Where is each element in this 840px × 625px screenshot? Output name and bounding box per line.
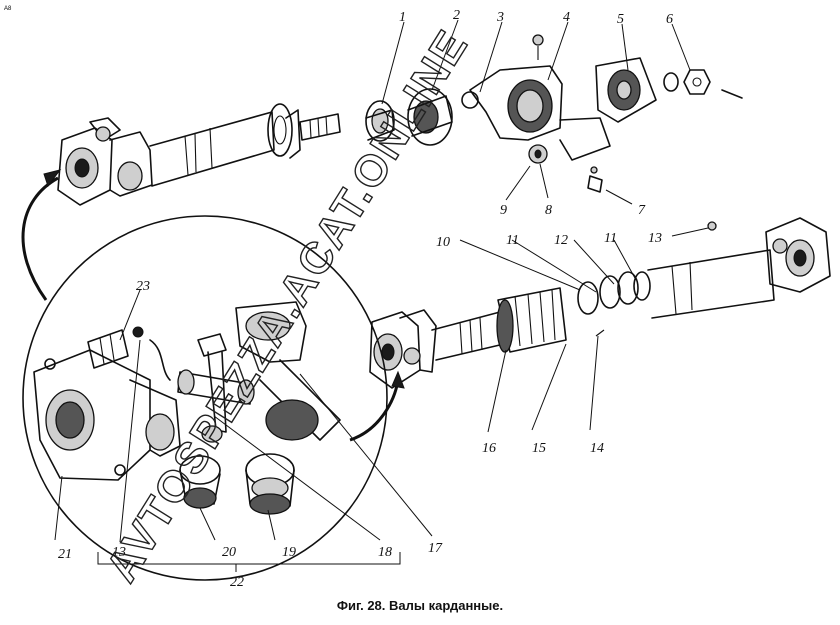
callout-11a: 11 [506, 233, 519, 248]
callout-20: 20 [222, 545, 236, 560]
callout-10: 10 [436, 235, 450, 250]
callout-21: 21 [58, 547, 72, 562]
callout-3: 3 [496, 10, 504, 25]
cover-5 [595, 57, 657, 123]
lower-cardan-shaft [369, 217, 831, 389]
detail-cross-spider-18 [177, 333, 255, 443]
callout-14: 14 [590, 441, 604, 456]
bearing-1 [365, 100, 395, 142]
bearing-2 [407, 88, 453, 146]
callout-6: 6 [666, 12, 673, 27]
detail-needle-bearings-19-20 [179, 453, 295, 515]
intermediate-support-housing [461, 34, 611, 161]
callout-13b: 13 [112, 545, 126, 560]
detail-circle [22, 215, 388, 581]
callout-15: 15 [532, 441, 546, 456]
callout-2: 2 [453, 8, 460, 23]
callout-7: 7 [638, 203, 646, 218]
detail-bolt-23 [87, 326, 171, 381]
callout-4: 4 [563, 10, 570, 25]
callout-13a: 13 [648, 231, 662, 246]
callout-1: 1 [399, 10, 406, 25]
flow-arrow-upper-head [43, 169, 62, 188]
washer-nut-cotter-6 [663, 69, 743, 99]
callout-16: 16 [482, 441, 496, 456]
callout-18: 18 [378, 545, 392, 560]
leader-lines [54, 19, 709, 543]
group-bracket-22 [97, 552, 401, 572]
detail-flange-yoke-21 [33, 349, 181, 481]
callout-9: 9 [500, 203, 507, 218]
detail-slip-yoke-17 [235, 301, 341, 441]
callout-11b: 11 [604, 231, 617, 246]
callout-19: 19 [282, 545, 296, 560]
grease-fitting-and-bolt-7-8 [528, 144, 603, 193]
callout-8: 8 [545, 203, 552, 218]
callout-labels: 1 2 3 4 5 6 7 8 9 10 11 11 12 13 13 14 1… [58, 8, 673, 590]
callout-17: 17 [428, 541, 443, 556]
callout-12: 12 [554, 233, 568, 248]
callout-5: 5 [617, 12, 624, 27]
figure-caption: Фиг. 28. Валы карданные. [336, 598, 504, 613]
upper-cardan-shaft [57, 103, 341, 206]
flow-arrow-upper [21, 176, 59, 301]
flow-arrow-lower [349, 379, 400, 442]
callout-23: 23 [136, 279, 150, 294]
corner-mark: A8 [4, 6, 12, 12]
flow-arrow-lower-head [391, 370, 405, 389]
callout-22: 22 [230, 575, 244, 590]
